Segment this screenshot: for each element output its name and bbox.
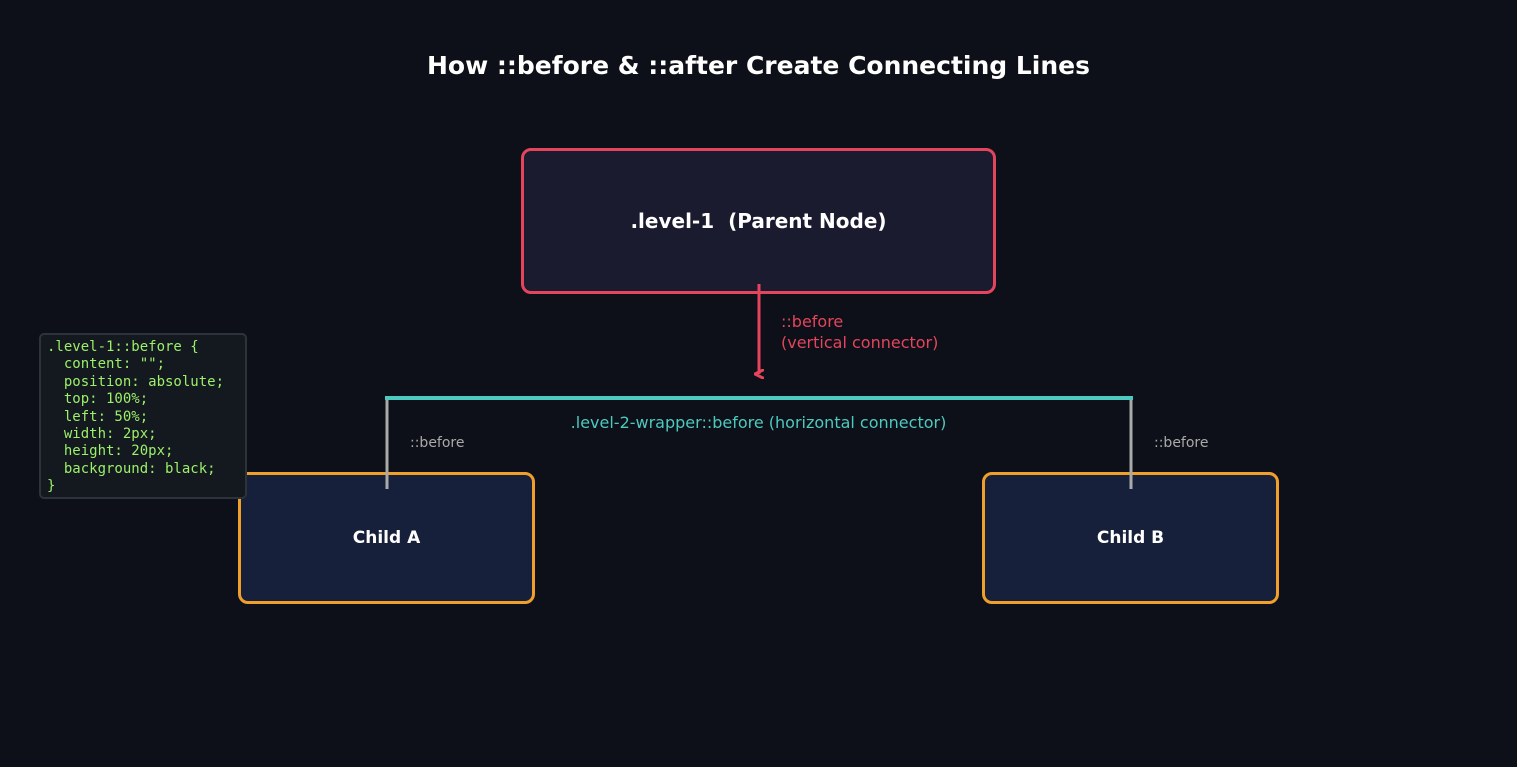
child-b-label: Child B bbox=[1096, 528, 1165, 548]
code-line: content: ""; bbox=[47, 356, 166, 373]
code-line: } bbox=[47, 478, 56, 495]
diagram-title: How ::before & ::after Create Connecting… bbox=[426, 51, 1091, 80]
code-line: background: black; bbox=[47, 460, 216, 477]
code-line: top: 100%; bbox=[47, 391, 149, 408]
code-line: width: 2px; bbox=[47, 426, 157, 443]
child-b-connector-label: ::before bbox=[1154, 435, 1209, 451]
child-node-a: Child A bbox=[238, 472, 535, 604]
vertical-connector-label-line1: ::before bbox=[781, 312, 844, 331]
horizontal-connector-label: .level-2-wrapper::before (horizontal con… bbox=[570, 413, 947, 432]
code-snippet-box: .level-1::before { content: ""; position… bbox=[39, 333, 247, 499]
code-line: left: 50%; bbox=[47, 408, 149, 425]
parent-node: .level-1 (Parent Node) bbox=[521, 148, 996, 294]
code-line: height: 20px; bbox=[47, 443, 174, 460]
vertical-connector-label: ::before (vertical connector) bbox=[781, 311, 938, 353]
code-line: .level-1::before { bbox=[47, 339, 199, 355]
vertical-connector-label-line2: (vertical connector) bbox=[781, 333, 939, 352]
code-line: position: absolute; bbox=[47, 373, 225, 390]
child-a-connector-label: ::before bbox=[410, 435, 465, 451]
child-a-label: Child A bbox=[352, 528, 421, 548]
parent-node-label: .level-1 (Parent Node) bbox=[630, 209, 887, 233]
